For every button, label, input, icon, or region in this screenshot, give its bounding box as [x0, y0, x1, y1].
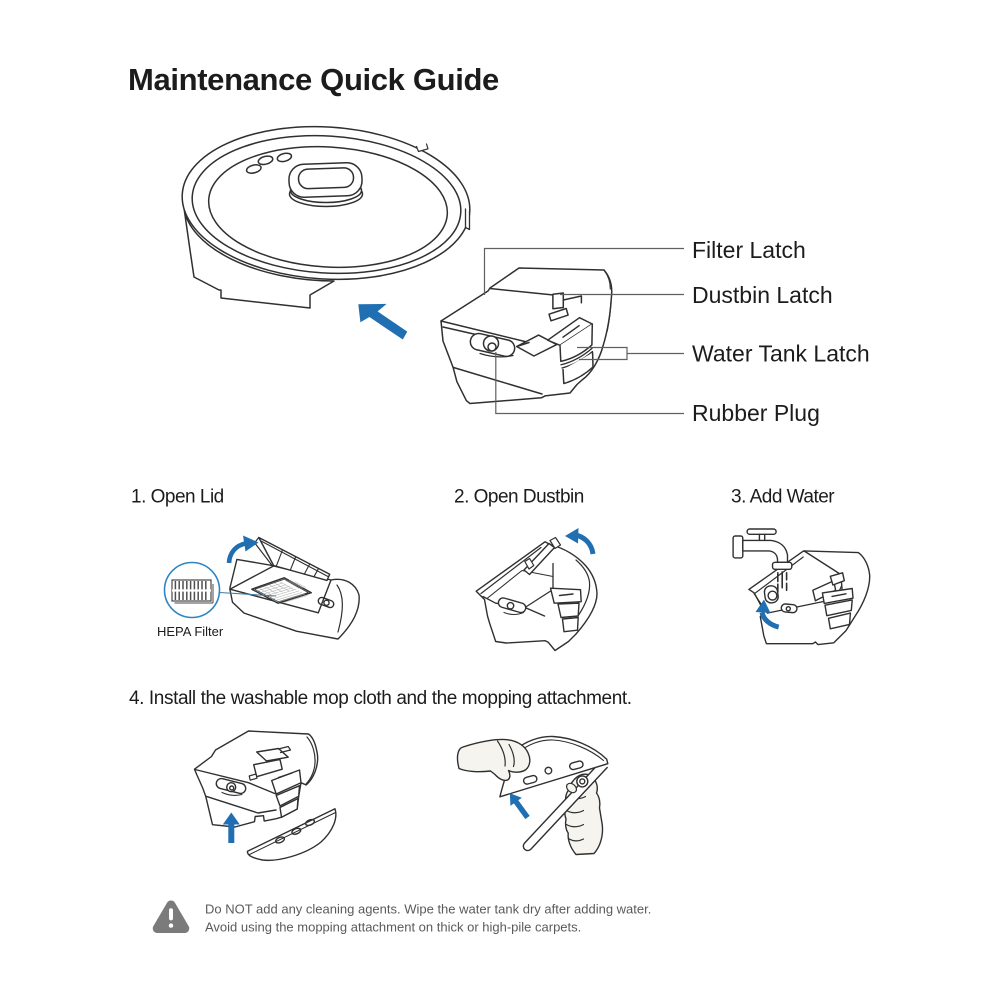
svg-text:Avoid using the mopping attach: Avoid using the mopping attachment on th… — [205, 920, 581, 935]
svg-text:1. Open Lid: 1. Open Lid — [131, 487, 224, 508]
svg-text:3. Add Water: 3. Add Water — [731, 487, 835, 508]
svg-text:HEPA Filter: HEPA Filter — [157, 624, 224, 639]
svg-text:Do NOT add any cleaning agents: Do NOT add any cleaning agents. Wipe the… — [205, 902, 651, 917]
svg-text:Rubber Plug: Rubber Plug — [692, 400, 820, 426]
svg-text:Dustbin Latch: Dustbin Latch — [692, 282, 833, 308]
svg-text:4. Install the washable mop cl: 4. Install the washable mop cloth and th… — [129, 688, 632, 709]
svg-text:Filter Latch: Filter Latch — [692, 237, 806, 263]
svg-text:Maintenance Quick Guide: Maintenance Quick Guide — [128, 62, 499, 97]
svg-text:Water Tank Latch: Water Tank Latch — [692, 341, 870, 367]
svg-text:2. Open Dustbin: 2. Open Dustbin — [454, 487, 584, 508]
